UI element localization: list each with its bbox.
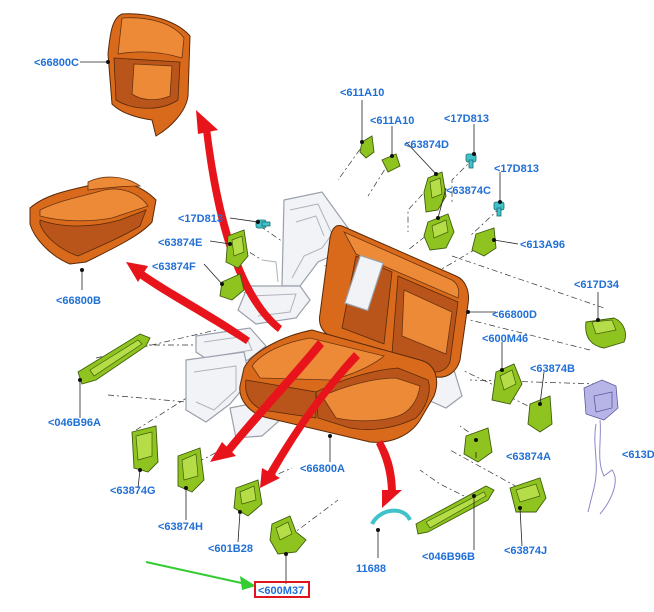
label-66800D[interactable]: <66800D [492,309,537,321]
clip-17D813-b-icon [465,153,477,169]
part-601B28 [233,479,263,517]
label-600M37-selected[interactable]: <600M37 [258,585,304,597]
label-63874E[interactable]: <63874E [158,237,202,249]
label-601B28[interactable]: <601B28 [208,543,253,555]
label-17D813-c[interactable]: <17D813 [494,163,539,175]
label-046B96A[interactable]: <046B96A [48,417,101,429]
part-63874A [463,427,493,463]
label-66800A[interactable]: <66800A [300,463,345,475]
clips [255,153,505,526]
part-63874C [423,213,455,251]
part-63874D [423,171,447,213]
label-17D813-a[interactable]: <17D813 [178,213,223,225]
part-labels: <66800C <66800B <611A10 <611A10 <17D813 … [34,57,654,597]
label-66800B[interactable]: <66800B [56,295,101,307]
part-63874B [527,395,553,433]
trim-pieces [77,135,626,555]
part-613D-motor [583,379,619,515]
part-617D34 [585,317,626,349]
label-617D34[interactable]: <617D34 [574,279,620,291]
part-046B96A [77,333,151,385]
part-66800C-backrest-cushion [107,13,191,137]
label-63874A[interactable]: <63874A [506,451,551,463]
label-611A10-b[interactable]: <611A10 [370,115,414,127]
part-63874F [219,273,245,301]
label-046B96B[interactable]: <046B96B [422,551,475,563]
part-63874E [225,229,249,269]
part-66800B-seat-cushion [29,176,157,265]
label-611A10-a[interactable]: <611A10 [340,87,384,99]
part-613A96 [471,227,497,257]
part-63874J [509,477,547,513]
label-613A96[interactable]: <613A96 [520,239,565,251]
part-11688-wire-clip [370,508,412,526]
label-63874J[interactable]: <63874J [504,545,547,557]
label-63874H[interactable]: <63874H [158,521,203,533]
label-66800C[interactable]: <66800C [34,57,79,69]
leader-dots [78,60,600,556]
label-11688[interactable]: 11688 [356,563,386,575]
motion-arrows [126,110,402,508]
part-600M46 [491,363,523,405]
part-63874G [131,425,159,473]
label-63874F[interactable]: <63874F [152,261,196,273]
selection-pointer-arrow [145,561,256,590]
clip-17D813-c-icon [493,201,505,217]
label-600M46[interactable]: <600M46 [482,333,528,345]
leader-lines [79,61,599,584]
part-66800D-seat-backrest [319,225,469,378]
part-600M37 [269,515,307,555]
part-63874H [177,447,205,493]
part-046B96B [415,485,495,535]
label-63874D[interactable]: <63874D [404,139,449,151]
label-613D[interactable]: <613D [622,449,654,461]
label-63874B[interactable]: <63874B [530,363,575,375]
label-63874C[interactable]: <63874C [446,185,491,197]
label-17D813-b[interactable]: <17D813 [444,113,489,125]
selected-part-highlight-box [254,581,310,598]
label-63874G[interactable]: <63874G [110,485,156,497]
